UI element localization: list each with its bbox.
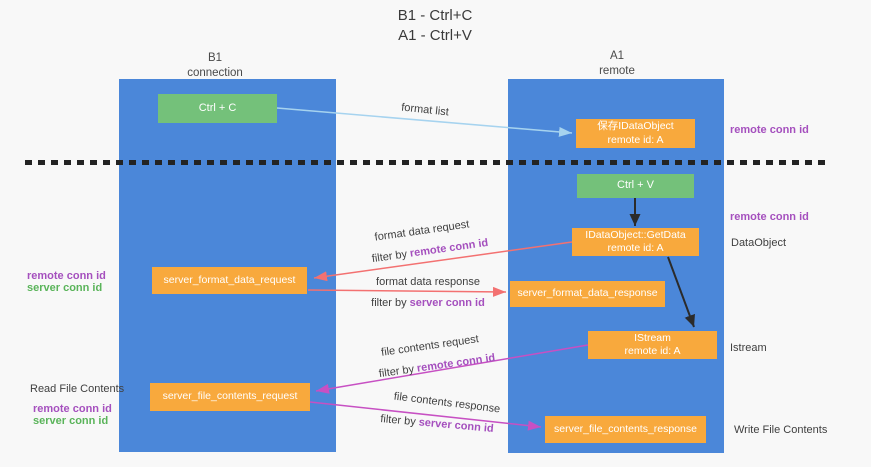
left-column-header: B1 connection — [155, 51, 275, 81]
server-file-contents-request-node: server_file_contents_request — [150, 383, 310, 411]
write-file-contents-label: Write File Contents — [734, 424, 828, 436]
right-header-role: remote — [599, 64, 635, 77]
format-data-response-arrow-label: format data response — [376, 276, 480, 288]
getdata-remote-id: remote id: A — [607, 242, 664, 254]
ctrl-c-label: Ctrl + C — [198, 101, 237, 114]
format-list-arrow-label: format list — [400, 101, 450, 119]
istream-remote-id: remote id: A — [624, 345, 681, 357]
filter-by-text: filter by — [371, 248, 408, 266]
title-line-1: B1 - Ctrl+C — [397, 7, 473, 24]
format-data-request-arrow-label: format data request — [373, 218, 471, 244]
server-conn-id-filter-value: server conn id — [409, 297, 485, 309]
title-line-2: A1 - Ctrl+V — [398, 27, 472, 45]
file-response-label: server_file_contents_response — [553, 422, 697, 435]
remote-conn-id-label-top: remote conn id — [730, 124, 809, 136]
file-request-label: server_file_contents_request — [162, 390, 298, 403]
istream-node: IStream remote id: A — [588, 331, 717, 359]
save-idataobject-remote-id: remote id: A — [607, 133, 664, 146]
bottom-left-conn-id-cluster: remote conn id server conn id — [33, 403, 112, 427]
format-data-response-arrow — [307, 286, 507, 297]
left-header-name: B1 — [207, 52, 223, 64]
mid-left-conn-id-cluster: remote conn id server conn id — [27, 270, 106, 294]
remote-conn-id-label-left-bottom: remote conn id — [33, 403, 112, 415]
istream-side-label: Istream — [730, 342, 767, 354]
server-conn-id-label-left-mid: server conn id — [27, 282, 103, 294]
file-contents-response-arrow-label: file contents response — [393, 390, 501, 416]
dataobject-label: DataObject — [731, 237, 787, 249]
ctrl-c-node: Ctrl + C — [158, 94, 277, 123]
ctrl-v-node: Ctrl + V — [577, 174, 694, 198]
server-conn-id-label-left-bottom: server conn id — [33, 415, 109, 427]
remote-conn-id-filter-value: remote conn id — [409, 236, 489, 260]
read-file-contents-label: Read File Contents — [30, 383, 125, 395]
copy-paste-separator-line — [25, 160, 825, 165]
save-idataobject-title: 保存IDataObject — [597, 120, 674, 133]
idataobject-getdata-node: IDataObject::GetData remote id: A — [572, 228, 699, 256]
server-format-data-response-node: server_format_data_response — [510, 281, 665, 307]
remote-conn-id-label-left-mid: remote conn id — [27, 270, 106, 282]
left-header-role: connection — [187, 66, 243, 79]
right-column-header: A1 remote — [557, 49, 677, 79]
save-idataobject-node: 保存IDataObject remote id: A — [576, 119, 695, 148]
server-format-data-request-node: server_format_data_request — [152, 267, 307, 294]
server-file-contents-response-node: server_file_contents_response — [545, 416, 706, 443]
istream-title: IStream — [634, 331, 671, 344]
filter-by-text: filter by — [371, 297, 407, 309]
remote-conn-id-label-mid: remote conn id — [730, 211, 809, 223]
filter-by-text: filter by — [379, 413, 417, 429]
server-conn-id-filter-value: server conn id — [418, 416, 495, 435]
remote-conn-id-filter-value: remote conn id — [416, 351, 496, 375]
filter-by-text: filter by — [378, 363, 415, 381]
diagram-title: B1 - Ctrl+C A1 - Ctrl+V — [335, 6, 535, 47]
format-response-label: server_format_data_response — [517, 287, 658, 300]
format-request-label: server_format_data_request — [163, 273, 296, 286]
ctrl-v-label: Ctrl + V — [617, 179, 654, 192]
getdata-title: IDataObject::GetData — [585, 228, 686, 241]
right-header-name: A1 — [609, 50, 625, 62]
